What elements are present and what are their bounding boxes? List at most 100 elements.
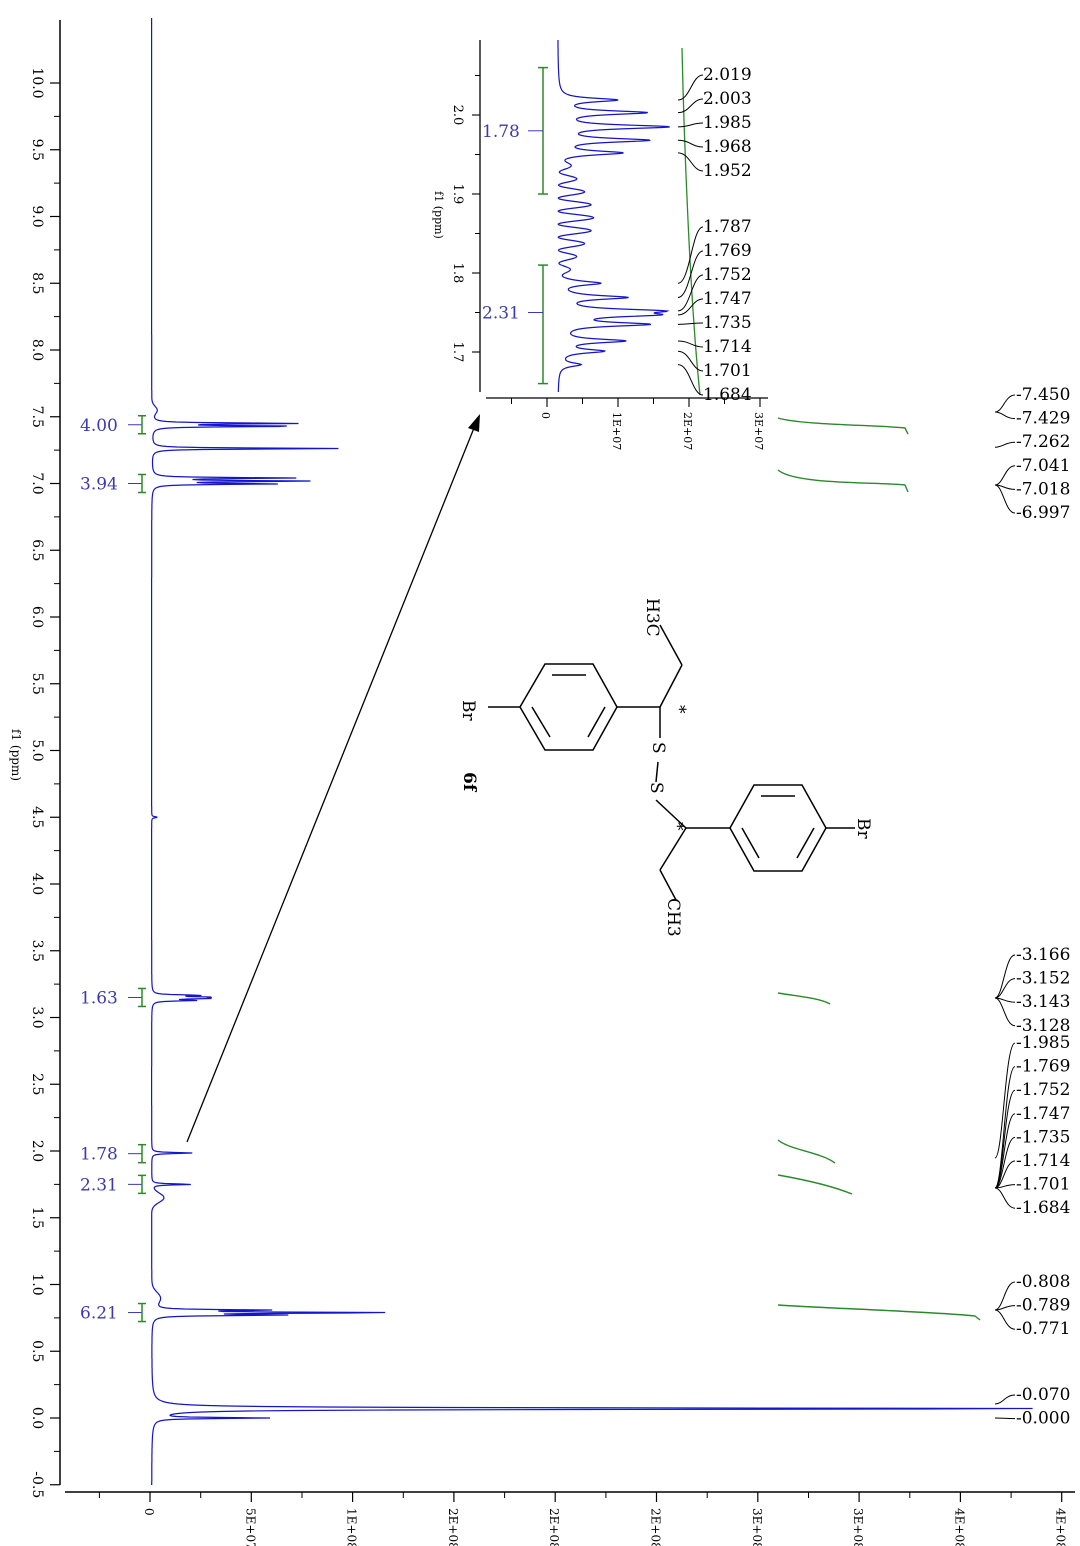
inset-peak-leader — [677, 298, 704, 316]
inset-integral-label: 1.78 — [482, 122, 520, 142]
peak-shift-label: -0.070 — [1016, 1385, 1070, 1405]
inset-peak-shift-label: 1.787 — [703, 217, 752, 237]
integral-curve — [777, 1304, 981, 1321]
ppm-tick-label: 6.5 — [29, 539, 45, 561]
main-spectrum-trace — [151, 18, 1033, 1485]
ppm-tick-label: 7.5 — [29, 406, 45, 428]
integral-label: 2.31 — [80, 1175, 118, 1195]
bond — [659, 624, 683, 666]
peak-shift-label: -3.128 — [1016, 1016, 1070, 1036]
peak-leader-line — [994, 1417, 1016, 1420]
inset-peak-leader — [677, 98, 704, 114]
ppm-tick-label: 4.0 — [29, 873, 45, 895]
ppm-tick-label: -0.5 — [29, 1471, 45, 1498]
ppm-tick-label: 9.0 — [29, 205, 45, 227]
ppm-tick-label: 9.5 — [29, 139, 45, 161]
inset-ppm-ticks: 2.01.91.81.7 — [450, 75, 480, 363]
inset-peak-leader — [677, 350, 704, 372]
inset-peak-labels: 2.0192.0031.9851.9681.9521.7871.7691.752… — [677, 47, 752, 405]
peak-leader-line — [994, 997, 1016, 1027]
sulfur-upper: S — [648, 742, 668, 754]
intensity-tick-label: 5E+07 — [243, 1508, 257, 1546]
peak-leader-line — [994, 394, 1016, 413]
peak-leader-line — [994, 1042, 1016, 1159]
peak-shift-label: -3.152 — [1016, 969, 1070, 989]
inset-peak-shift-label: 2.003 — [703, 89, 752, 109]
peak-shift-label: -0.789 — [1016, 1296, 1070, 1316]
benzene-ring-right — [729, 784, 827, 872]
intensity-tick-label: 1E+08 — [345, 1508, 359, 1546]
inset-peak-shift-label: 1.752 — [703, 265, 752, 285]
intensity-tick-label: 4E+08 — [1054, 1508, 1068, 1546]
inset-peak-leader — [677, 74, 704, 101]
intensity-tick-label: 3E+08 — [851, 1508, 865, 1546]
inset-peak-shift-label: 1.968 — [703, 137, 752, 157]
peak-shift-label: -1.701 — [1016, 1175, 1070, 1195]
inset-ppm-tick-label: 1.9 — [450, 184, 465, 205]
stereocenter-upper: * — [669, 705, 689, 714]
peak-shift-label: -7.041 — [1016, 456, 1070, 476]
inset-peak-leader — [677, 340, 704, 348]
inset-peak-shift-label: 1.747 — [703, 289, 752, 309]
ppm-tick-label: 5.5 — [29, 673, 45, 695]
peak-shift-label: -3.166 — [1016, 945, 1070, 965]
inset-peak-shift-label: 1.985 — [703, 113, 752, 133]
integral-label: 1.63 — [80, 988, 118, 1008]
structure-labels: Br Br S S * * H3C CH3 6f — [458, 598, 873, 937]
bond — [659, 827, 687, 871]
zoom-arrow — [186, 414, 480, 1143]
inset-peak-leader — [677, 226, 704, 284]
ppm-ticks: 10.09.59.08.58.07.57.06.56.05.55.04.54.0… — [29, 67, 60, 1498]
peak-leader-line — [994, 1281, 1016, 1311]
peak-shift-label: -7.262 — [1016, 432, 1070, 452]
ppm-tick-label: 5.0 — [29, 739, 45, 761]
peak-shift-label: -1.769 — [1016, 1057, 1070, 1077]
peak-leader-line — [994, 1160, 1016, 1189]
peak-shift-label: -1.735 — [1016, 1127, 1070, 1147]
ppm-tick-label: 7.0 — [29, 472, 45, 494]
peak-label-groups: -7.450-7.429-7.262-7.041-7.018-6.997-3.1… — [994, 385, 1070, 1429]
peak-leader-line — [994, 1309, 1016, 1330]
peak-shift-label: -1.985 — [1016, 1033, 1070, 1053]
stereocenter-lower: * — [667, 822, 687, 831]
peak-shift-label: -0.808 — [1016, 1272, 1070, 1292]
intensity-tick-label: 2E+08 — [547, 1508, 561, 1546]
ppm-tick-label: 3.0 — [29, 1006, 45, 1028]
benzene-ring-left — [519, 663, 618, 751]
inset-ppm-tick-label: 2.0 — [450, 105, 465, 126]
inset-peak-leader — [677, 250, 704, 298]
inset-peak-leader — [677, 364, 704, 396]
peak-shift-label: -6.997 — [1016, 503, 1070, 523]
peak-shift-label: -7.450 — [1016, 385, 1070, 405]
peak-shift-label: -3.143 — [1016, 992, 1070, 1012]
bond — [659, 664, 683, 708]
inset-ppm-tick-label: 1.7 — [450, 342, 465, 363]
intensity-tick-label: 0 — [142, 1508, 156, 1516]
intensity-tick-label: 3E+08 — [750, 1508, 764, 1546]
ppm-tick-label: 4.5 — [29, 806, 45, 828]
inset-ppm-axis-label: f1 (ppm) — [432, 191, 445, 239]
peak-shift-label: -1.714 — [1016, 1151, 1070, 1171]
chemical-structure — [488, 624, 855, 901]
inset-peak-leader — [677, 274, 704, 312]
peak-shift-label: -1.752 — [1016, 1080, 1070, 1100]
peak-shift-label: -0.771 — [1016, 1319, 1070, 1339]
ppm-tick-label: 3.5 — [29, 940, 45, 962]
peak-leader-line — [994, 1187, 1016, 1209]
compound-label: 6f — [459, 772, 479, 793]
inset-intensity-tick-label: 0 — [539, 412, 552, 419]
ppm-tick-label: 1.0 — [29, 1273, 45, 1295]
integral-curve — [777, 417, 909, 435]
peak-leader-line — [994, 441, 1016, 448]
peak-shift-label: -7.429 — [1016, 409, 1070, 429]
peak-leader-line — [994, 411, 1016, 420]
peak-leader-line — [994, 954, 1016, 999]
intensity-tick-label: 2E+08 — [649, 1508, 663, 1546]
inset-peak-shift-label: 1.714 — [703, 337, 752, 357]
peak-shift-label: -0.000 — [1016, 1409, 1070, 1429]
main-axes: 10.09.59.08.58.07.57.06.56.05.55.04.54.0… — [9, 20, 1075, 1546]
inset-peak-shift-label: 1.684 — [703, 385, 752, 405]
